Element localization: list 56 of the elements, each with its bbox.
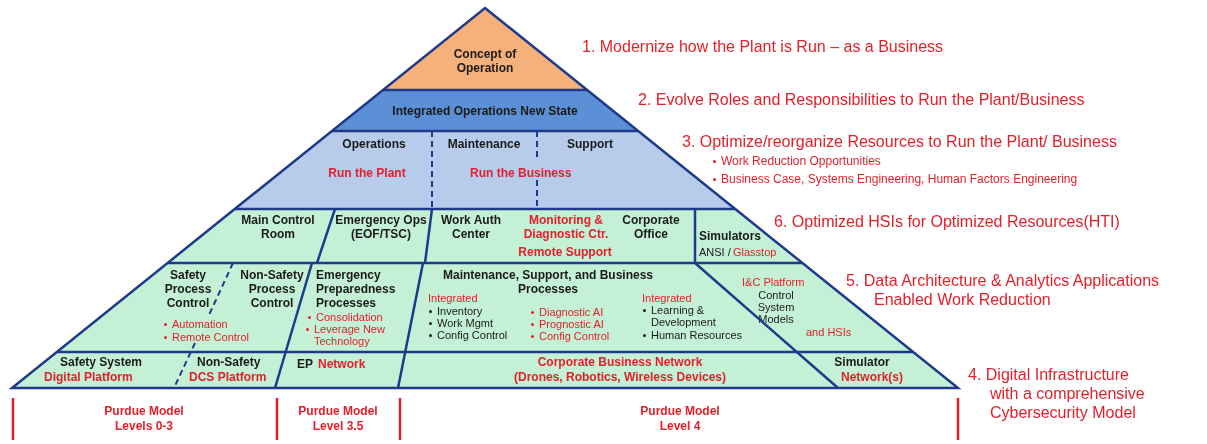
bullet-item: Human Resources: [642, 329, 743, 341]
bullet-item: Work Mgmt: [428, 317, 494, 329]
cell-label: Emergency Preparedness Processes: [316, 268, 397, 310]
cell-label: Monitoring & Diagnostic Ctr.: [522, 213, 610, 241]
cell-label: Support: [566, 137, 614, 151]
cell-label: Simulator: [833, 355, 891, 369]
cell-label: Concept of Operation: [452, 47, 518, 75]
goal-statement: 2. Evolve Roles and Responsibilities to Run the Plant/Business: [638, 90, 1085, 109]
cell-label: Digital Platform: [44, 370, 133, 384]
goal-statement: 4. Digital Infrastructure with a comprehensive Cybersecurity Model: [968, 365, 1146, 422]
cell-label: DCS Platform: [189, 370, 267, 384]
cell-label: Operations: [341, 137, 407, 151]
bullet-item: Automation: [163, 318, 228, 330]
cell-label: Maintenance: [446, 137, 522, 151]
bullet-item: Inventory: [428, 305, 483, 317]
cell-label: Remote Support: [517, 245, 613, 259]
bullet-item: Diagnostic AI: [530, 306, 604, 318]
cell-label: Non-Safety Process Control: [239, 268, 305, 310]
bullet-item: Config Control: [530, 330, 610, 342]
pyramid-cell: [168, 209, 335, 263]
cell-label: Safety System: [60, 355, 143, 369]
cell-label: Simulators: [699, 229, 761, 243]
goal-statement: 6. Optimized HSIs for Optimized Resources(HTI): [774, 212, 1120, 231]
bullet-item: Work Reduction Opportunities: [712, 154, 881, 168]
cell-label: Corporate Office: [621, 213, 681, 241]
cell-label: Control System Models: [756, 289, 796, 325]
cell-label: Main Control Room: [240, 213, 316, 241]
cell-label: EP: [297, 357, 313, 371]
level-label: Purdue Model Level 3.5: [297, 404, 379, 434]
cell-label: Integrated: [428, 292, 478, 304]
cell-label: Safety Process Control: [163, 268, 213, 310]
cell-label: Non-Safety: [197, 355, 261, 369]
bullet-item: Prognostic AI: [530, 318, 604, 330]
bullet-item: Config Control: [428, 329, 508, 341]
cell-label: Integrated: [642, 292, 692, 304]
cell-label: Network(s): [840, 370, 904, 384]
cell-label: Corporate Business Network: [536, 355, 704, 369]
cell-label: Emergency Ops (EOF/TSC): [334, 213, 428, 241]
cell-label: Run the Plant: [327, 166, 407, 180]
goal-statement: 3. Optimize/reorganize Resources to Run the Plant/ Business: [682, 132, 1117, 151]
level-label: Purdue Model Levels 0-3: [103, 404, 185, 434]
section-label: Run the Business: [470, 166, 572, 180]
cell-label: Integrated Operations New State: [391, 104, 579, 118]
cell-label: Glasstop: [733, 246, 777, 258]
cell-label: I&C Platform: [742, 276, 805, 288]
bullet-item: Learning & Development: [642, 304, 723, 328]
cell-label: Work Auth Center: [440, 213, 502, 241]
cell-label: ANSI /: [699, 246, 731, 258]
goal-statement: 1. Modernize how the Plant is Run – as a Business: [582, 37, 944, 56]
bullet-item: Remote Control: [163, 331, 250, 343]
cell-label: (Drones, Robotics, Wireless Devices): [513, 370, 727, 384]
level-label: Purdue Model Level 4: [639, 404, 721, 434]
bullet-item: Business Case, Systems Engineering, Human Factors Engineering: [712, 172, 1078, 186]
cell-label: and HSIs: [806, 326, 852, 338]
cell-label: Network: [318, 357, 366, 371]
goal-statement: 5. Data Architecture & Analytics Applications Enabled Work Reduction: [846, 271, 1161, 309]
